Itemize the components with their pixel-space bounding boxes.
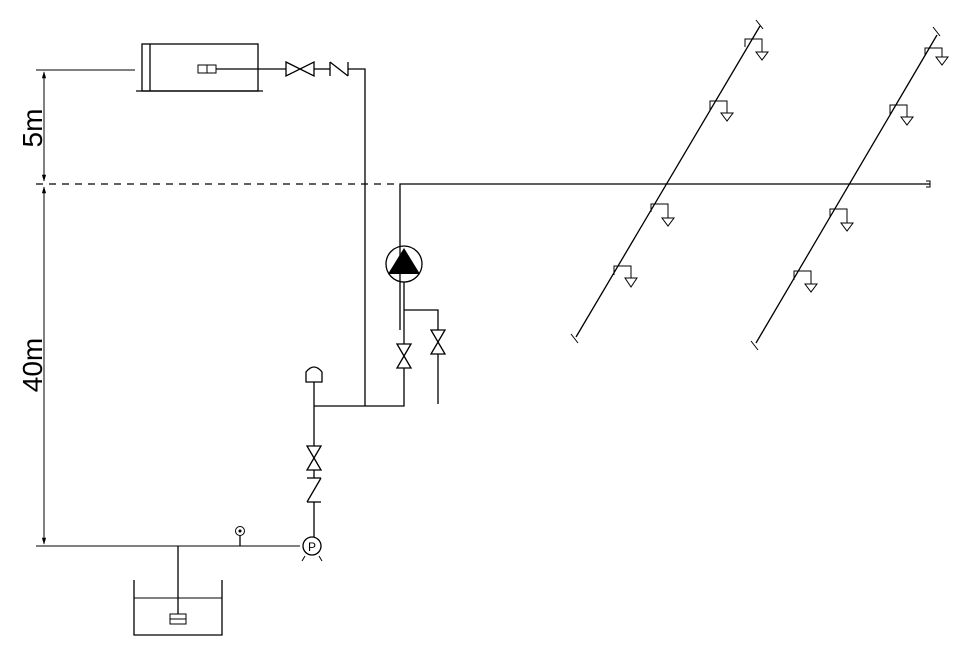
pressure-gauge-icon <box>235 526 245 546</box>
sprinkler-branch-1 <box>570 19 769 344</box>
bypass-valve-icon <box>429 329 447 355</box>
distribution-main-pipe <box>399 183 930 330</box>
pump-valve-icon <box>395 343 413 369</box>
main-riser-pipe <box>348 68 366 406</box>
elevated-water-tank <box>136 43 263 92</box>
sprinkler-head-icon <box>829 208 854 232</box>
sprinkler-head-icon <box>889 104 914 126</box>
sprinkler-head-icon <box>744 38 769 61</box>
svg-text:P: P <box>308 540 316 554</box>
sprinkler-branch-2 <box>750 26 949 351</box>
lower-check-valve-icon <box>306 477 322 503</box>
sprinkler-head-icon <box>613 265 638 288</box>
pressure-pump-icon: P <box>301 536 323 562</box>
bypass-branch-pipe <box>404 309 439 330</box>
tank-gate-valve-icon <box>285 60 315 78</box>
dimension-lines: 5m 40m <box>17 69 300 547</box>
tank-check-valve-icon <box>329 61 349 77</box>
dimension-label-5m: 5m <box>17 109 48 148</box>
sprinkler-head-icon <box>924 47 949 66</box>
ground-water-reservoir <box>133 580 223 636</box>
sprinkler-head-icon <box>709 100 734 122</box>
air-vent-icon <box>305 366 323 446</box>
dimension-label-40m: 40m <box>17 338 48 392</box>
booster-pump-icon <box>385 245 423 283</box>
main-end-cap <box>926 180 931 188</box>
pump-suction-pipe <box>314 368 405 407</box>
lower-gate-valve-icon <box>305 445 323 471</box>
sprinkler-head-icon <box>793 270 818 293</box>
sprinkler-head-icon <box>650 203 675 227</box>
